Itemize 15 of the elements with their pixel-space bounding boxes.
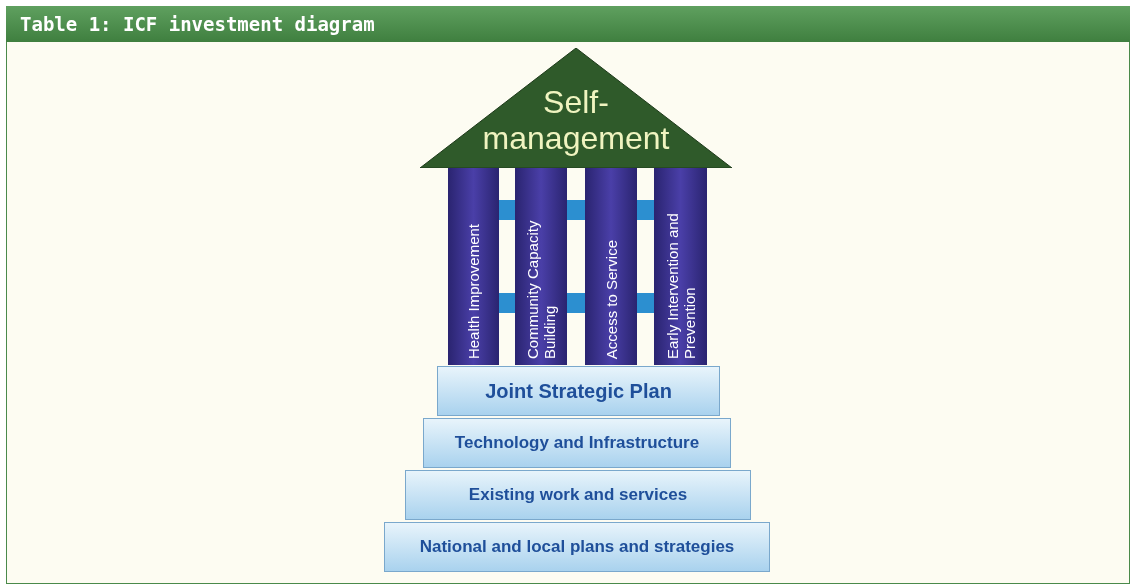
- pillar: [515, 168, 567, 365]
- table-title: Table 1: ICF investment diagram: [6, 6, 1130, 42]
- step-block: Joint Strategic Plan: [437, 366, 720, 416]
- pillar-label: Health Improvement: [465, 223, 482, 359]
- pillar: [585, 168, 637, 365]
- step-block: Technology and Infrastructure: [423, 418, 731, 468]
- roof-triangle: [420, 48, 732, 168]
- pillar-label: Access to Service: [602, 239, 620, 359]
- step-block: National and local plans and strategies: [384, 522, 770, 572]
- step-block: Existing work and services: [405, 470, 751, 520]
- roof-label: Self-management: [481, 84, 671, 156]
- pillar-label: Community Capacity Building: [524, 219, 558, 359]
- pillar-label: Early Intervention and Prevention: [663, 212, 698, 359]
- pillar: [654, 168, 707, 365]
- pillar: [448, 168, 499, 365]
